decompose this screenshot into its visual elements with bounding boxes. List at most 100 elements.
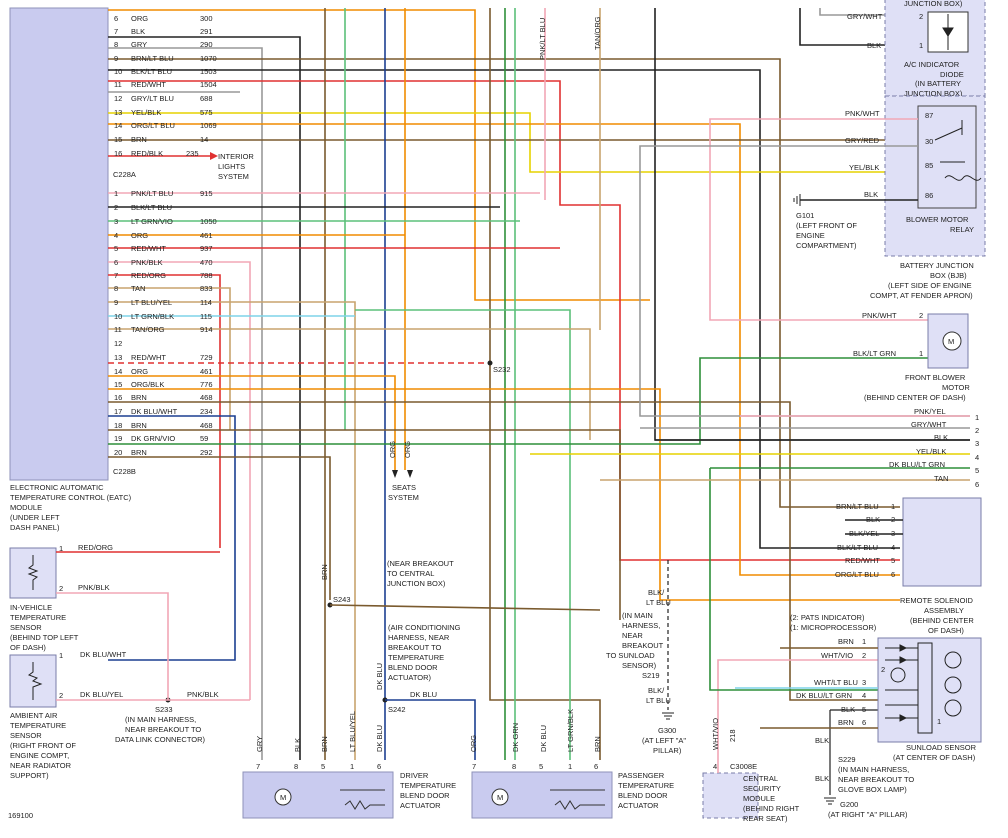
svg-text:TEMPERATURE: TEMPERATURE — [10, 721, 66, 730]
splice-s233: S233 — [155, 705, 173, 714]
svg-text:RED/ORG: RED/ORG — [131, 271, 166, 280]
passenger-motor-symbol: M — [497, 793, 503, 802]
ac-diode-label: A/C INDICATOR DIODE (IN BATTERY JUNCTION… — [904, 60, 964, 98]
ac-diode-wire1: GRY/WHT — [847, 12, 883, 21]
svg-text:291: 291 — [200, 27, 213, 36]
svg-text:GRY/WHT: GRY/WHT — [911, 420, 947, 429]
sunload-label: SUNLOAD SENSOR (AT CENTER OF DASH) — [893, 743, 977, 762]
svg-text:ORG: ORG — [131, 14, 148, 23]
svg-text:3: 3 — [862, 678, 866, 687]
svg-text:11: 11 — [114, 325, 122, 334]
svg-text:SENSOR: SENSOR — [10, 623, 42, 632]
in-vehicle-sensor-thermistor — [27, 555, 39, 590]
svg-text:(BEHIND RIGHT: (BEHIND RIGHT — [743, 804, 800, 813]
wire-b17 — [108, 415, 236, 661]
wire-a11-red-wht — [108, 80, 900, 561]
svg-text:SYSTEM: SYSTEM — [388, 493, 419, 502]
svg-text:14: 14 — [114, 121, 122, 130]
svg-text:13: 13 — [114, 353, 122, 362]
svg-text:SENSOR): SENSOR) — [622, 661, 657, 670]
sunload-sensor-internals — [885, 642, 962, 734]
svg-text:GRY/LT BLU: GRY/LT BLU — [131, 94, 174, 103]
svg-text:BREAKOUT TO: BREAKOUT TO — [388, 643, 442, 652]
svg-text:BRN: BRN — [838, 637, 854, 646]
wire-b11 — [108, 328, 591, 440]
svg-text:SYSTEM: SYSTEM — [218, 172, 249, 181]
splice-s229: S229 — [838, 755, 856, 764]
s242-wire-label: DK BLU — [410, 690, 437, 699]
splice-s219: S219 — [642, 671, 660, 680]
svg-text:(AIR CONDITIONING: (AIR CONDITIONING — [388, 623, 461, 632]
note-near-breakout: (NEAR BREAKOUT TO CENTRAL JUNCTION BOX) — [387, 559, 454, 588]
bjb-label: BATTERY JUNCTION BOX (BJB) (LEFT SIDE OF… — [870, 261, 974, 300]
security-circuit: 218 — [728, 729, 737, 742]
svg-text:PASSENGER: PASSENGER — [618, 771, 665, 780]
remote-solenoid-label: REMOTE SOLENOID ASSEMBLY (BEHIND CENTER … — [900, 596, 974, 635]
svg-text:6: 6 — [114, 258, 118, 267]
svg-text:TO CENTRAL: TO CENTRAL — [387, 569, 434, 578]
svg-text:8: 8 — [294, 762, 298, 771]
diagram-id: 169100 — [8, 811, 33, 820]
g300-label: G300 (AT LEFT "A" PILLAR) — [642, 726, 686, 755]
svg-text:ENGINE COMPT,: ENGINE COMPT, — [10, 751, 69, 760]
svg-text:(BEHIND CENTER OF DASH): (BEHIND CENTER OF DASH) — [864, 393, 966, 402]
svg-text:6: 6 — [377, 762, 381, 771]
svg-text:LT BLU: LT BLU — [646, 598, 671, 607]
svg-text:YEL/BLK: YEL/BLK — [849, 163, 879, 172]
svg-text:2: 2 — [881, 665, 885, 674]
s229-note: (IN MAIN HARNESS, NEAR BREAKOUT TO GLOVE… — [838, 765, 914, 794]
svg-text:BLK/LT BLU: BLK/LT BLU — [131, 67, 172, 76]
svg-text:(LEFT SIDE OF ENGINE: (LEFT SIDE OF ENGINE — [888, 281, 972, 290]
svg-text:(AT CENTER OF DASH): (AT CENTER OF DASH) — [893, 753, 976, 762]
wire-b20 — [108, 456, 331, 600]
passenger-actuator-wires: ORG DK GRN DK BLU LT GRN/BLK BRN 7 8 5 1… — [469, 709, 602, 771]
svg-text:ORG: ORG — [131, 231, 148, 240]
svg-text:18: 18 — [114, 421, 122, 430]
svg-text:NEAR: NEAR — [622, 631, 643, 640]
in-vehicle-pin1: 1 — [59, 544, 63, 553]
svg-text:86: 86 — [925, 191, 933, 200]
svg-text:292: 292 — [200, 448, 213, 457]
security-module — [702, 772, 759, 819]
svg-text:3: 3 — [114, 217, 118, 226]
svg-text:914: 914 — [200, 325, 213, 334]
svg-text:10: 10 — [114, 312, 122, 321]
svg-text:RED/WHT: RED/WHT — [131, 244, 166, 253]
svg-text:INTERIOR: INTERIOR — [218, 152, 254, 161]
svg-text:JUNCTION BOX): JUNCTION BOX) — [387, 579, 446, 588]
svg-text:BRN: BRN — [131, 393, 147, 402]
wire-b14 — [108, 375, 396, 470]
blower-relay-label: BLOWER MOTOR RELAY — [906, 215, 974, 234]
g200-ground-icon — [824, 797, 836, 805]
svg-text:ASSEMBLY: ASSEMBLY — [924, 606, 964, 615]
svg-text:WHT/VIO: WHT/VIO — [821, 651, 853, 660]
splice-s242: S242 — [388, 705, 406, 714]
svg-text:BLK: BLK — [293, 738, 302, 752]
svg-text:6: 6 — [891, 570, 895, 579]
svg-text:15: 15 — [114, 380, 122, 389]
wire-b10-ltgrnblk — [355, 309, 571, 760]
svg-text:6: 6 — [975, 480, 979, 489]
blower-motor-label: FRONT BLOWER MOTOR (BEHIND CENTER OF DAS… — [864, 373, 970, 402]
svg-text:17: 17 — [114, 407, 122, 416]
g101-ground-icon — [793, 194, 801, 206]
svg-text:FRONT BLOWER: FRONT BLOWER — [905, 373, 966, 382]
s219-note: BLK/ LT BLU (IN MAIN HARNESS, NEAR BREAK… — [606, 588, 671, 705]
svg-text:BLK/LT BLU: BLK/LT BLU — [131, 203, 172, 212]
svg-text:9: 9 — [114, 298, 118, 307]
svg-text:TEMPERATURE: TEMPERATURE — [400, 781, 456, 790]
svg-text:BRN: BRN — [131, 448, 147, 457]
svg-text:7: 7 — [114, 271, 118, 280]
svg-text:ACTUATOR: ACTUATOR — [618, 801, 659, 810]
svg-text:20: 20 — [114, 448, 122, 457]
note-s233: (IN MAIN HARNESS, NEAR BREAKOUT TO DATA … — [115, 715, 206, 744]
svg-text:BLK: BLK — [934, 433, 948, 442]
svg-text:BRN: BRN — [320, 736, 329, 752]
svg-text:BATTERY JUNCTION: BATTERY JUNCTION — [900, 261, 974, 270]
svg-text:PILLAR): PILLAR) — [653, 746, 682, 755]
sunload-sensor — [877, 637, 982, 743]
wire-a14-org-ltblu — [108, 123, 900, 576]
svg-text:BRN/LT BLU: BRN/LT BLU — [131, 54, 174, 63]
